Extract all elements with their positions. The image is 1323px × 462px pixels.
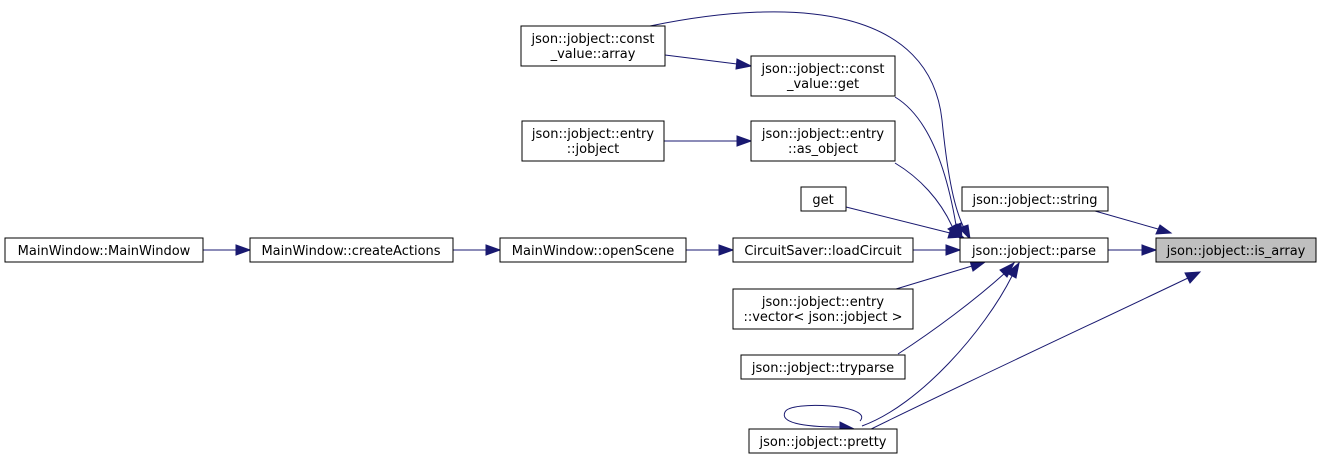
node-pretty-label: json::jobject::pretty [759,435,887,450]
node-string-label: json::jobject::string [971,193,1097,208]
node-const-value-get-label-line1: json::jobject::const [761,62,885,77]
node-pretty[interactable]: json::jobject::pretty [748,428,898,454]
edge-cv-get-to-parse [894,96,963,241]
node-entry-as-object-label-line2: ::as_object [788,142,858,157]
edge-entry-jobject-to-entry-as-object [664,135,753,147]
node-parse-label: json::jobject::parse [971,244,1096,259]
node-entry-vector-label-line2: ::vector< json::jobject > [743,310,902,325]
node-parse[interactable]: json::jobject::parse [959,237,1109,263]
edge-main-window-to-create-actions [203,244,252,256]
edge-get-to-parse [845,206,965,239]
node-open-scene-label: MainWindow::openScene [512,244,674,259]
node-create-actions[interactable]: MainWindow::createActions [249,237,454,263]
node-main-window-label: MainWindow::MainWindow [18,244,191,259]
node-get-label: get [812,193,833,208]
node-is-array[interactable]: json::jobject::is_array [1155,237,1317,263]
edge-cv-array-to-cv-get [664,54,753,70]
edge-tryparse-to-parse [897,261,1016,355]
node-entry-vector-label-line1: json::jobject::entry [761,295,884,310]
node-create-actions-label: MainWindow::createActions [261,244,440,259]
node-load-circuit[interactable]: CircuitSaver::loadCircuit [732,237,914,263]
node-const-value-get-label-line2: _value::get [786,77,859,92]
edge-string-to-is-array [1094,210,1173,235]
node-tryparse-label: json::jobject::tryparse [751,361,894,376]
node-entry-vector[interactable]: json::jobject::entry ::vector< json::job… [732,288,914,330]
node-entry-jobject[interactable]: json::jobject::entry ::jobject [521,120,665,162]
node-string[interactable]: json::jobject::string [961,186,1109,212]
node-is-array-label: json::jobject::is_array [1166,244,1306,259]
edge-parse-to-is-array [1108,244,1158,256]
edge-open-scene-to-load-circuit [686,244,735,256]
node-entry-as-object[interactable]: json::jobject::entry ::as_object [750,120,896,162]
node-tryparse[interactable]: json::jobject::tryparse [740,354,906,380]
edge-load-circuit-to-parse [913,244,962,256]
node-get[interactable]: get [800,186,847,212]
node-entry-as-object-label-line1: json::jobject::entry [761,127,884,142]
edge-create-actions-to-open-scene [453,244,502,256]
node-load-circuit-label: CircuitSaver::loadCircuit [744,244,901,259]
node-const-value-array[interactable]: json::jobject::const _value::array [520,25,666,67]
node-open-scene[interactable]: MainWindow::openScene [499,237,687,263]
node-entry-jobject-label-line1: json::jobject::entry [531,127,654,142]
edge-entry-vector-to-parse [895,260,987,290]
node-const-value-array-label-line2: _value::array [550,47,636,62]
node-entry-jobject-label-line2: ::jobject [567,142,619,157]
node-const-value-array-label-line1: json::jobject::const [531,32,655,47]
edge-pretty-self-loop [783,404,863,433]
edge-pretty-to-is-array [864,271,1202,433]
edge-pretty-to-parse [861,261,1020,427]
node-main-window[interactable]: MainWindow::MainWindow [4,237,204,263]
node-const-value-get[interactable]: json::jobject::const _value::get [750,55,896,97]
